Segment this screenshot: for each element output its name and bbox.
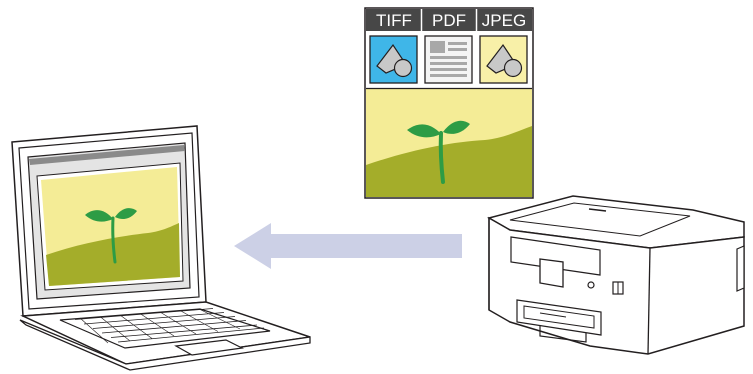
- format-label-tiff: TIFF: [376, 11, 412, 30]
- document-photo: [366, 89, 532, 198]
- format-header: TIFF PDF JPEG: [366, 9, 532, 31]
- tiff-image-icon: [370, 36, 417, 83]
- laptop-screen: [28, 143, 190, 299]
- scanned-document-icon: TIFF PDF JPEG: [365, 8, 533, 198]
- pdf-text-icon: [425, 36, 472, 83]
- laptop-keyboard: [20, 302, 310, 370]
- jpeg-image-icon: [480, 36, 527, 83]
- arrow-left-icon: [234, 223, 462, 269]
- format-label-jpeg: JPEG: [482, 11, 526, 30]
- printer-icon: [489, 196, 744, 354]
- printer-touchscreen: [540, 259, 563, 287]
- format-label-pdf: PDF: [432, 11, 466, 30]
